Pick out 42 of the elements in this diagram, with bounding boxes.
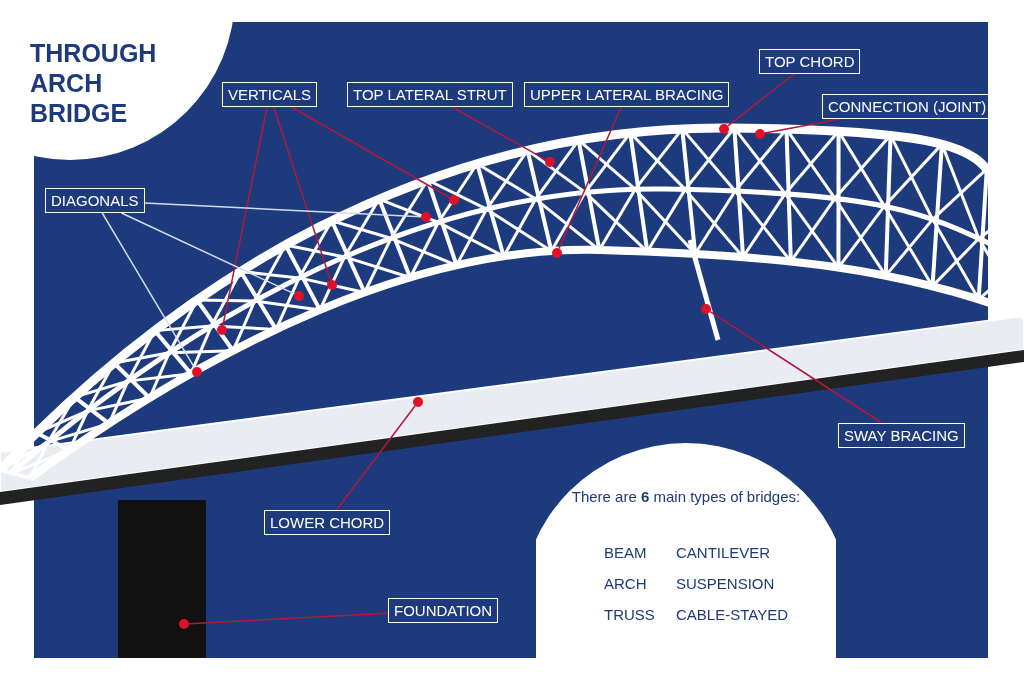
marker-dot [327,280,337,290]
marker-dot [217,325,227,335]
marker-dot [413,397,423,407]
callout-label: SWAY BRACING [838,423,965,448]
title: THROUGH ARCH BRIDGE [30,38,158,128]
bridge-type: CABLE-STAYED [676,606,788,623]
marker-dot [179,619,189,629]
callout-label: TOP LATERAL STRUT [347,82,513,107]
leader-line [558,106,622,250]
callout-label: LOWER CHORD [264,510,391,535]
marker-dot [701,304,711,314]
leader-line [120,212,296,295]
callout-label: DIAGONALS [45,188,145,213]
callout-label: FOUNDATION [388,598,499,623]
bridge-type: ARCH [604,575,647,592]
marker-dot [552,248,562,258]
marker-dot [192,367,202,377]
bridge-type: SUSPENSION [676,575,775,592]
marker-dot [449,195,459,205]
leader-line [101,212,196,369]
leader-line [764,118,841,134]
callout-label: VERTICALS [222,82,318,107]
marker-dot [294,291,304,301]
leader-line [727,73,795,127]
leader-line [290,106,451,199]
intro-text: There are 6 main types of bridges: [570,488,802,505]
leader-line [272,106,332,281]
callout-label: UPPER LATERAL BRACING [524,82,730,107]
callout-label: TOP CHORD [759,49,861,74]
bridge-type: TRUSS [604,606,655,623]
bridge-type: CANTILEVER [676,544,771,561]
leader-line [709,310,883,424]
bridge-type: BEAM [604,544,647,561]
leader-line [451,106,547,161]
marker-dot [421,212,431,222]
marker-dot [755,129,765,139]
leader-line [143,202,422,218]
leader-line [188,612,389,625]
marker-dot [545,157,555,167]
leader-line [222,106,268,326]
leader-line [335,405,416,511]
marker-dot [719,124,729,134]
